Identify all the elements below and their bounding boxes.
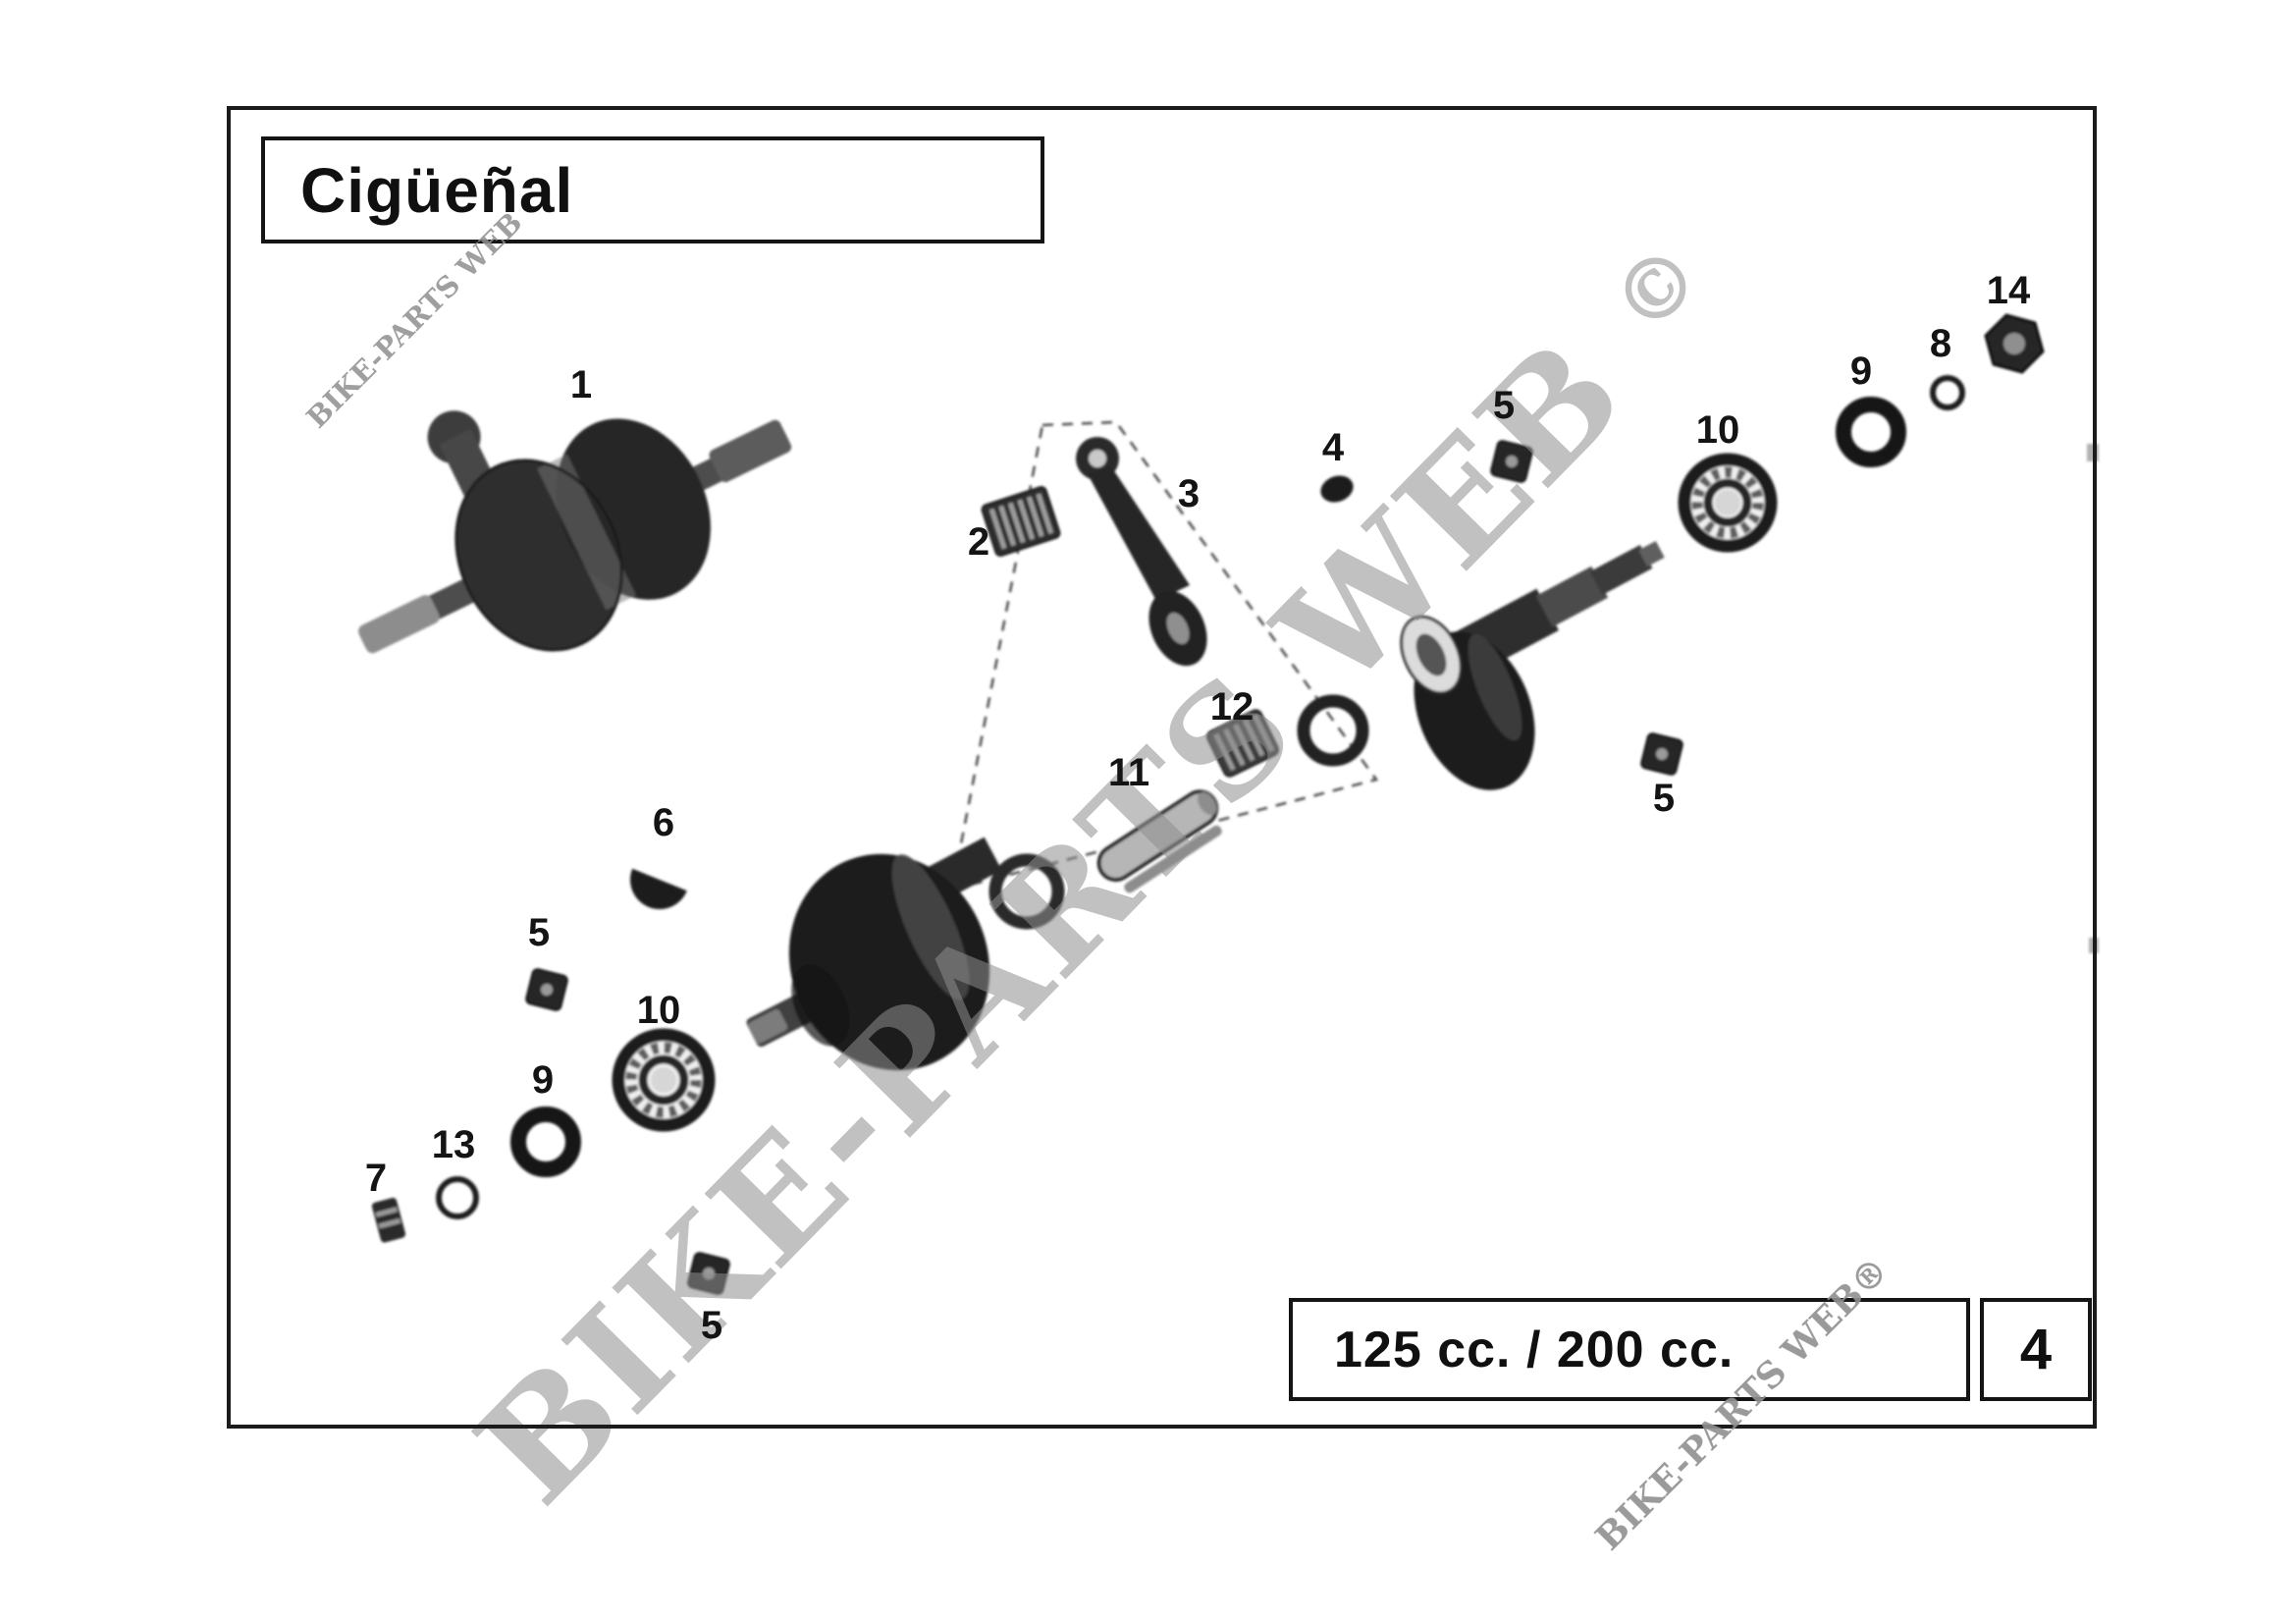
part-label-13: 13 xyxy=(431,1123,476,1166)
part-label-2: 2 xyxy=(967,520,990,564)
part-1-crankshaft-assembly xyxy=(358,410,792,654)
part-label-11: 11 xyxy=(1107,751,1150,794)
part-5-square-nut-right xyxy=(1640,732,1683,776)
part-5-square-nut-left xyxy=(525,968,568,1011)
scan-mark-bottom xyxy=(2089,938,2099,953)
displacement-box: 125 cc. / 200 cc. xyxy=(1289,1298,1970,1401)
displacement-text: 125 cc. / 200 cc. xyxy=(1334,1321,1735,1378)
part-label-7: 7 xyxy=(364,1157,388,1200)
dashed-outline xyxy=(950,420,1379,891)
part-6-woodruff-key xyxy=(630,868,687,909)
part-12-needle-cage xyxy=(1206,709,1279,778)
part-label-5-top: 5 xyxy=(1492,384,1516,427)
part-label-8: 8 xyxy=(1929,322,1952,365)
bearing-race-ring-left xyxy=(988,853,1065,930)
part-label-14: 14 xyxy=(1986,269,2031,312)
page-number: 4 xyxy=(2019,1318,2053,1381)
part-7-pin xyxy=(371,1197,406,1243)
part-10-ball-bearing-right xyxy=(1678,453,1778,553)
part-label-6: 6 xyxy=(652,801,675,844)
part-8-snap-ring xyxy=(1930,375,1965,410)
part-4-washer xyxy=(1320,475,1354,503)
part-label-5-right: 5 xyxy=(1652,777,1676,820)
part-9-seal-left xyxy=(510,1107,581,1177)
bearing-race-ring-right xyxy=(1297,694,1369,767)
scan-mark-top xyxy=(2087,444,2099,461)
part-label-5-bottom: 5 xyxy=(700,1304,723,1347)
part-label-12: 12 xyxy=(1209,685,1255,729)
crank-half-left xyxy=(746,837,1002,1071)
part-9-seal-right xyxy=(1836,397,1906,467)
part-label-10-left: 10 xyxy=(636,989,681,1032)
part-label-5-left: 5 xyxy=(527,911,551,954)
part-14-hex-nut xyxy=(1984,313,2045,374)
part-label-9-right: 9 xyxy=(1849,350,1873,393)
crank-half-right xyxy=(1400,540,1665,790)
part-label-9-left: 9 xyxy=(531,1058,555,1102)
part-label-3: 3 xyxy=(1177,472,1201,515)
part-label-1: 1 xyxy=(569,363,593,406)
page-number-box: 4 xyxy=(1980,1298,2092,1401)
part-label-10-right: 10 xyxy=(1695,408,1740,452)
title-box: Cigüeñal xyxy=(261,136,1044,243)
part-3-connecting-rod xyxy=(1076,437,1207,667)
part-2-needle-bearing xyxy=(981,486,1061,557)
part-5-square-nut-top xyxy=(1490,440,1533,483)
part-10-ball-bearing-left xyxy=(612,1028,716,1132)
page-title: Cigüeñal xyxy=(300,154,574,226)
part-5-square-nut-bottom xyxy=(687,1252,730,1295)
part-label-4: 4 xyxy=(1321,426,1345,469)
part-13-circlip xyxy=(436,1176,479,1219)
part-11-crank-pin xyxy=(1096,789,1222,893)
